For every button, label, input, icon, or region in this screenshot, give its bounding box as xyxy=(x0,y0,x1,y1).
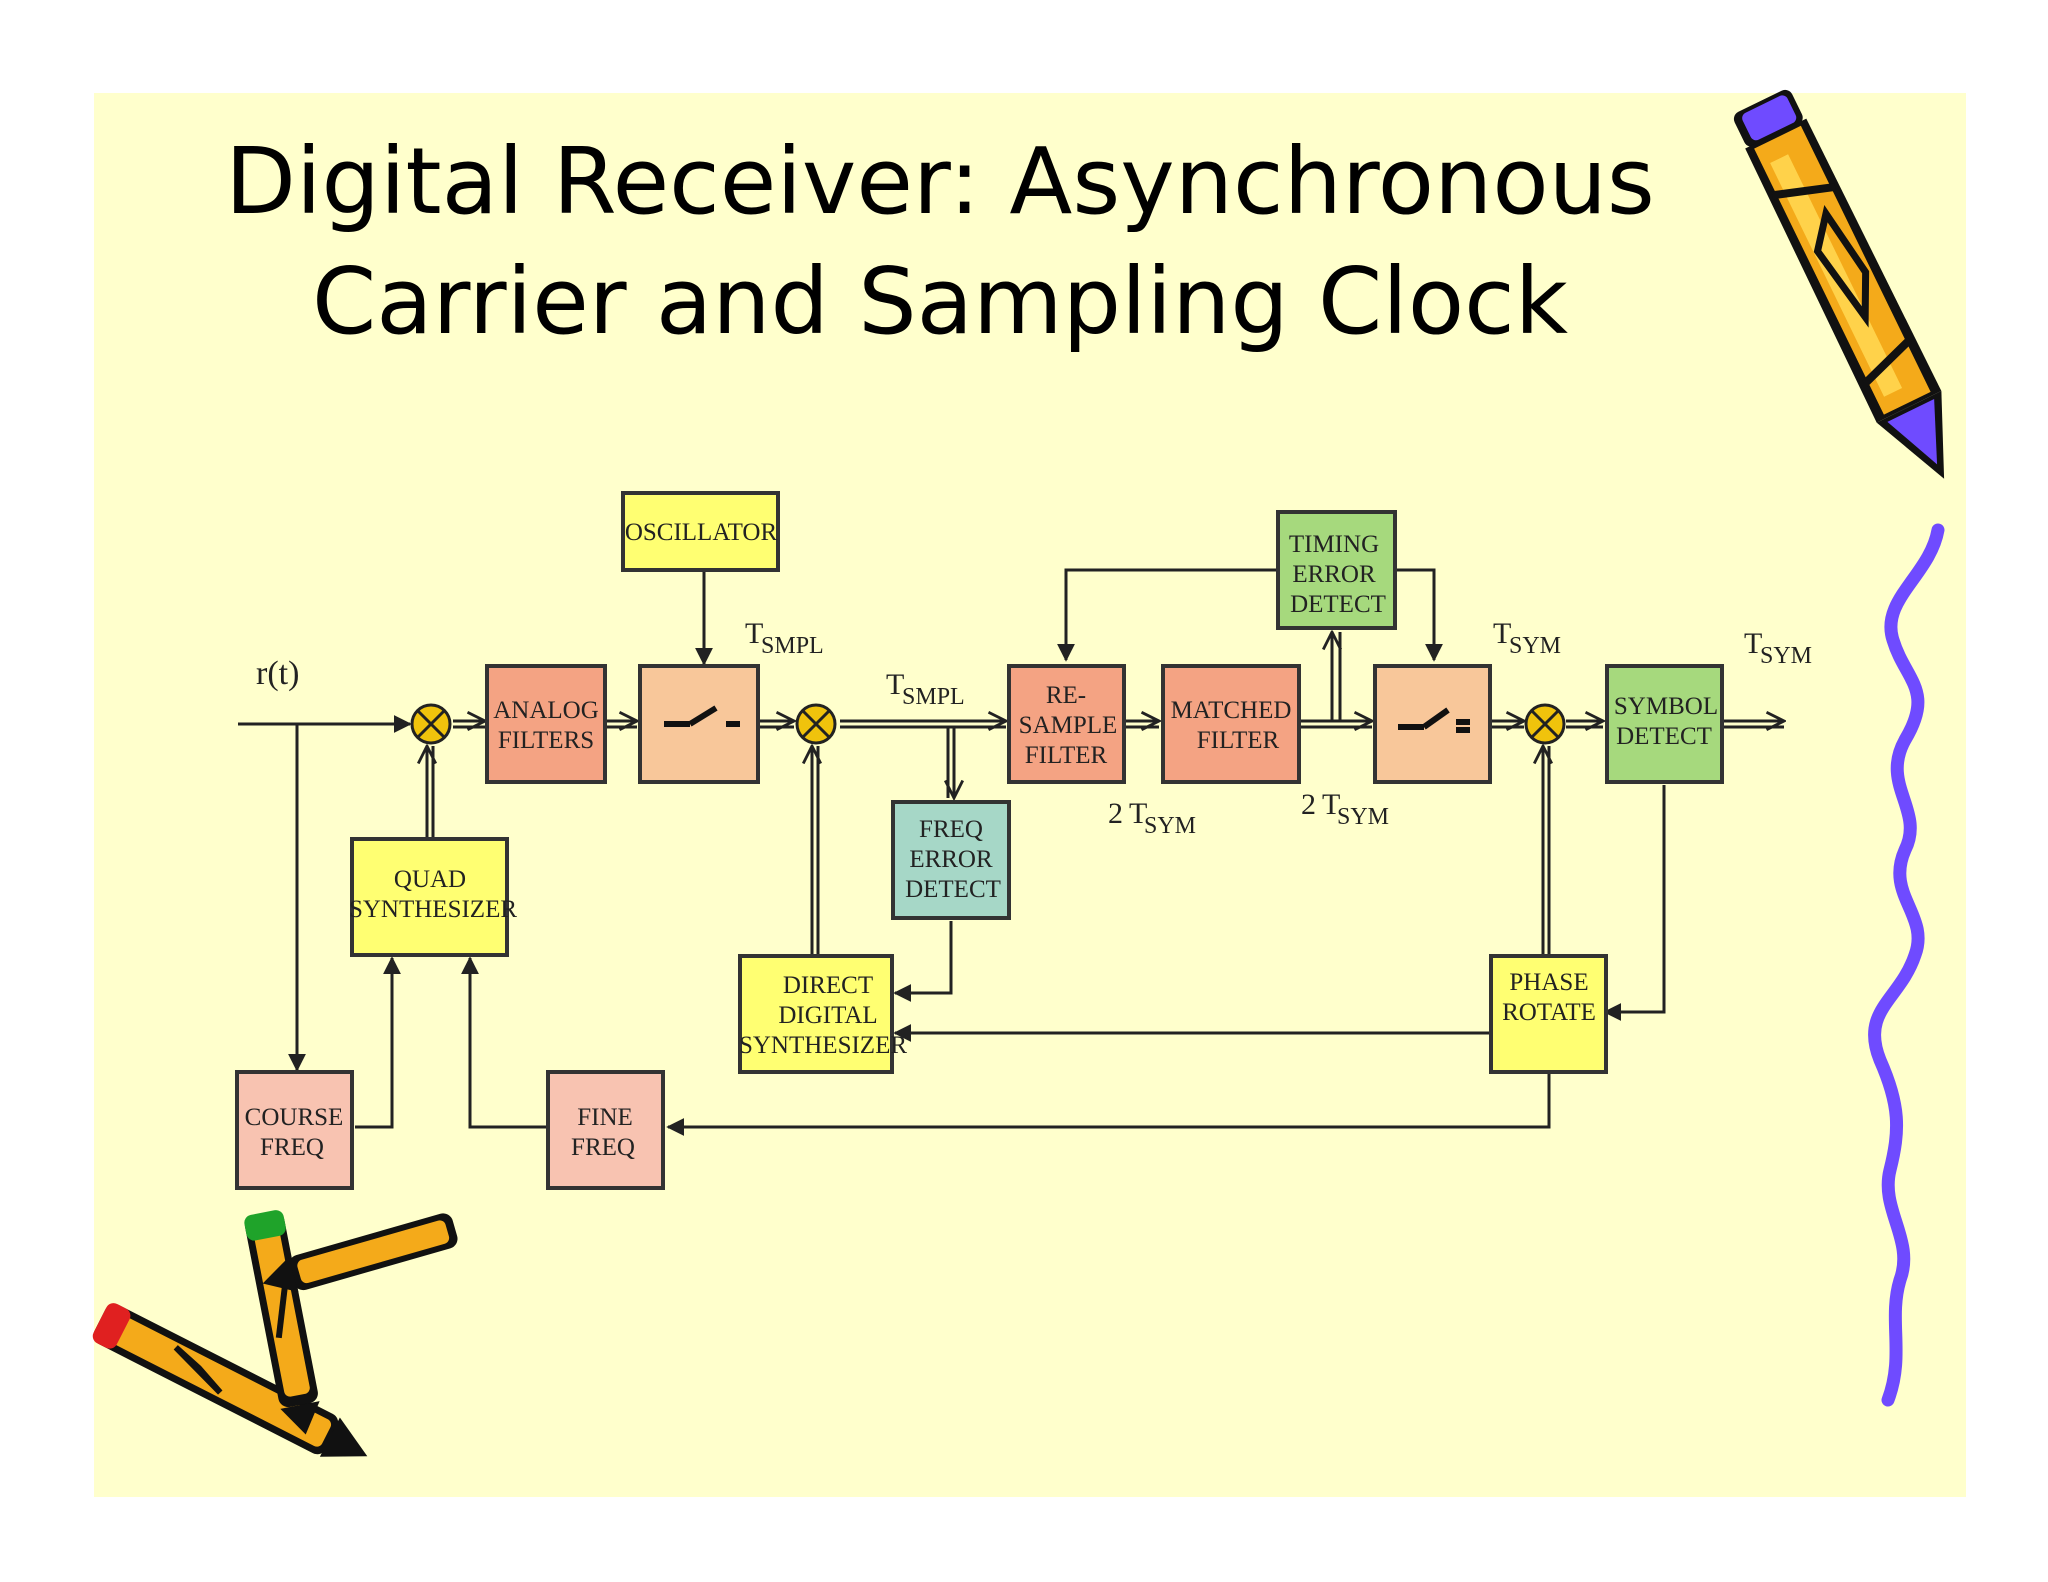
mixer-3 xyxy=(1524,703,1566,745)
tsym-matched-two: 2 xyxy=(1301,788,1316,821)
quad-synth-label-1: QUAD xyxy=(394,866,466,893)
matched-filter-label-1: MATCHED xyxy=(1171,697,1292,724)
tsym-output-t: T xyxy=(1744,627,1762,660)
input-signal-label: r(t) xyxy=(256,655,299,692)
tsym-resample-t: T xyxy=(1129,797,1147,830)
line-timing-resample xyxy=(1057,568,1278,662)
tsym-matched-sub: SYM xyxy=(1337,804,1389,830)
freq-error-label-2: ERROR xyxy=(909,846,993,873)
phase-rotate-label-1: PHASE xyxy=(1509,969,1588,996)
dds-label-2: DIGITAL xyxy=(778,1002,877,1029)
tsmpl-2-t: T xyxy=(886,668,904,701)
matched-filter-block xyxy=(1161,664,1301,784)
phase-rotate-block xyxy=(1489,954,1608,1074)
analog-filters-label-1: ANALOG xyxy=(493,697,599,724)
symbol-detect-label-2: DETECT xyxy=(1616,723,1712,750)
tsym-resample-sub: SYM xyxy=(1144,813,1196,839)
symbol-detect-block xyxy=(1605,664,1724,784)
freq-error-detect-block xyxy=(891,800,1011,920)
signal-lines xyxy=(238,568,1784,1136)
timing-error-label-2: ERROR xyxy=(1292,561,1376,588)
tsym-output-sub: SYM xyxy=(1760,643,1812,669)
timing-error-detect-block xyxy=(1276,510,1397,630)
analog-filters-block xyxy=(485,664,607,784)
symbol-detect-label-1: SYMBOL xyxy=(1614,693,1718,720)
switch-1-block xyxy=(638,664,760,784)
course-freq-label-1: COURSE xyxy=(245,1104,344,1131)
resample-label-1: RE- xyxy=(1046,682,1086,709)
course-freq-block xyxy=(235,1070,354,1190)
slide-title-line-1: Digital Receiver: Asynchronous xyxy=(225,128,1655,235)
resample-filter-block xyxy=(1007,664,1126,784)
tsmpl-2-sub: SMPL xyxy=(902,684,965,710)
matched-filter-label-2: FILTER xyxy=(1197,727,1280,754)
line-timing-switch2 xyxy=(1395,568,1443,662)
tsym-resample-two: 2 xyxy=(1108,797,1123,830)
quad-synth-label-2: SYNTHESIZER xyxy=(349,896,517,923)
resample-label-2: SAMPLE xyxy=(1019,712,1118,739)
phase-rotate-label-2: ROTATE xyxy=(1502,999,1596,1026)
analog-filters-label-2: FILTERS xyxy=(498,727,594,754)
fine-freq-block xyxy=(546,1070,665,1190)
direct-digital-synthesizer-block xyxy=(738,954,894,1074)
freq-error-label-1: FREQ xyxy=(919,816,983,843)
tsmpl-1-t: T xyxy=(745,617,763,650)
freq-error-label-3: DETECT xyxy=(905,876,1001,903)
pencil-clipart-icon xyxy=(1733,89,1945,479)
oscillator-block xyxy=(621,491,780,572)
line-course-quad xyxy=(355,956,401,1129)
course-freq-label-2: FREQ xyxy=(260,1134,324,1161)
quad-synthesizer-block xyxy=(350,837,509,957)
tsym-switch-sub: SYM xyxy=(1509,633,1561,659)
tsmpl-1-sub: SMPL xyxy=(761,633,824,659)
timing-error-label-3: DETECT xyxy=(1290,591,1386,618)
fine-freq-label-1: FINE xyxy=(577,1104,633,1131)
slide-title-line-2: Carrier and Sampling Clock xyxy=(312,248,1569,355)
slide-background xyxy=(94,93,1966,1497)
line-fine-quad xyxy=(461,956,548,1129)
line-symbol-phase xyxy=(1603,785,1666,1021)
dds-label-1: DIRECT xyxy=(783,972,873,999)
tsym-matched-t: T xyxy=(1322,788,1340,821)
line-phase-fine xyxy=(666,1074,1551,1136)
timing-error-label-1: TIMING xyxy=(1289,531,1379,558)
fine-freq-label-2: FREQ xyxy=(571,1134,635,1161)
dds-label-3: SYNTHESIZER xyxy=(739,1032,907,1059)
switch-1-icon xyxy=(664,705,740,727)
switch-2-icon xyxy=(1398,707,1470,733)
mixer-1 xyxy=(410,703,452,745)
mixer-2 xyxy=(795,703,837,745)
line-freq-error-dds xyxy=(893,921,953,1002)
tsym-switch-t: T xyxy=(1493,617,1511,650)
oscillator-label: OSCILLATOR xyxy=(625,519,778,546)
crayons-clipart-icon xyxy=(92,1210,458,1457)
squiggle-decoration xyxy=(1868,523,1945,1407)
resample-label-3: FILTER xyxy=(1025,742,1108,769)
